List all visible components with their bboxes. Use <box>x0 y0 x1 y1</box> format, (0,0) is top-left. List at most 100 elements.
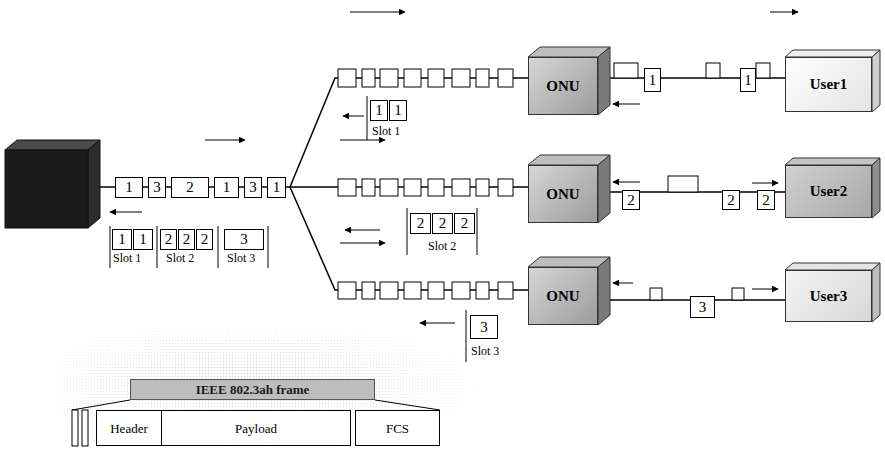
user-3d-face <box>872 158 880 218</box>
empty-packet <box>404 69 421 87</box>
user-3d-face <box>785 158 880 165</box>
onu-box: ONU <box>528 57 598 115</box>
slot-label: Slot 2 <box>166 252 194 264</box>
onu-3d-face <box>528 155 610 165</box>
packet-box: 3 <box>690 296 715 318</box>
empty-packet <box>452 282 470 299</box>
direction-arrow <box>345 230 380 231</box>
olt-box <box>5 140 100 228</box>
fiber-line <box>290 78 528 187</box>
empty-packet <box>362 179 375 196</box>
empty-packet <box>428 179 444 196</box>
packet-box: 2 <box>410 213 431 234</box>
node-text: 2 <box>461 216 469 231</box>
direction-arrow <box>340 140 385 141</box>
packet-box: 1 <box>112 229 132 250</box>
slot-label: Slot 3 <box>227 252 255 264</box>
node-text: 1 <box>223 180 231 195</box>
packet-box: 2 <box>432 213 453 234</box>
node-text: 1 <box>744 73 752 88</box>
node-text: 1 <box>118 232 126 247</box>
user-3d-face <box>872 263 880 322</box>
onu-3d-face <box>598 47 610 115</box>
packet-box: 1 <box>133 229 153 250</box>
packet-box: 2 <box>171 177 209 198</box>
empty-packet <box>756 63 770 78</box>
packet-box: 3 <box>244 177 262 198</box>
packet-box: 2 <box>622 190 640 210</box>
empty-packet <box>498 179 513 196</box>
slot-tick <box>110 96 477 362</box>
slot-label: Slot 2 <box>428 240 456 252</box>
empty-packet <box>668 176 698 192</box>
olt-box <box>5 140 100 150</box>
slot-label: Slot 3 <box>471 345 499 357</box>
packet-box: 2 <box>757 190 775 210</box>
direction-arrow <box>613 182 640 183</box>
empty-packet <box>498 69 513 87</box>
node-text: 3 <box>153 180 161 195</box>
slot-tick <box>110 226 111 268</box>
node-text: 2 <box>627 193 635 208</box>
onu-box: ONU <box>528 165 598 223</box>
node-text: 2 <box>183 232 191 247</box>
node-text: 1 <box>394 103 402 118</box>
packet-box: 3 <box>148 177 166 198</box>
olt-box <box>88 140 100 228</box>
slot-tick <box>367 96 368 140</box>
node-text: 1 <box>125 180 133 195</box>
node-text: 2 <box>727 193 735 208</box>
node-text: 2 <box>186 180 194 195</box>
packet-box: 1 <box>214 177 239 198</box>
frame-expansion <box>375 400 440 410</box>
node-text: 3 <box>480 320 488 335</box>
node-text: 2 <box>201 232 209 247</box>
slot-tick <box>157 226 158 268</box>
node-text: 1 <box>649 73 657 88</box>
packet-box: 1 <box>370 100 388 121</box>
node-text: IEEE 802.3ah frame <box>196 383 310 396</box>
direction-arrow <box>110 12 798 323</box>
user-box: User1 <box>785 57 872 112</box>
packet-box: 1 <box>389 100 407 121</box>
node-text: ONU <box>546 289 579 304</box>
empty-packet <box>338 179 356 196</box>
empty-packet <box>476 69 489 87</box>
direction-arrow <box>613 104 640 105</box>
empty-packet <box>452 179 470 196</box>
user-3d-face <box>785 263 880 270</box>
empty-packet <box>428 282 444 299</box>
onu-box: ONU <box>528 267 598 325</box>
empty-packet <box>380 282 398 299</box>
node-text: Payload <box>235 422 277 435</box>
direction-arrow <box>420 323 455 324</box>
frame-expansion <box>72 400 440 446</box>
empty-packet <box>380 179 398 196</box>
packet-box: 2 <box>160 229 177 250</box>
empty-packet <box>732 288 744 300</box>
empty-packet <box>338 69 356 87</box>
empty-packet <box>452 69 470 87</box>
node-text: 2 <box>165 232 173 247</box>
empty-packet <box>380 69 398 87</box>
direction-arrow <box>340 243 385 244</box>
onu-3d-face <box>528 257 610 267</box>
slot-label: Slot 1 <box>113 252 141 264</box>
node-text: 3 <box>240 232 248 247</box>
frame-expansion <box>72 410 78 446</box>
packet-box: 1 <box>267 177 286 198</box>
user-3d-face <box>872 50 880 112</box>
empty-packet <box>614 63 638 78</box>
node-text: 2 <box>762 193 770 208</box>
node-text: 3 <box>699 300 707 315</box>
empty-packet <box>706 63 720 78</box>
empty-packet <box>362 282 375 299</box>
olt-box <box>5 150 88 228</box>
slot-tick <box>268 226 269 268</box>
onu-3d-face <box>528 47 610 325</box>
onu-3d-face <box>528 47 610 57</box>
node-text: 2 <box>439 216 447 231</box>
packet-box: 1 <box>115 177 143 198</box>
empty-packet <box>498 282 513 299</box>
